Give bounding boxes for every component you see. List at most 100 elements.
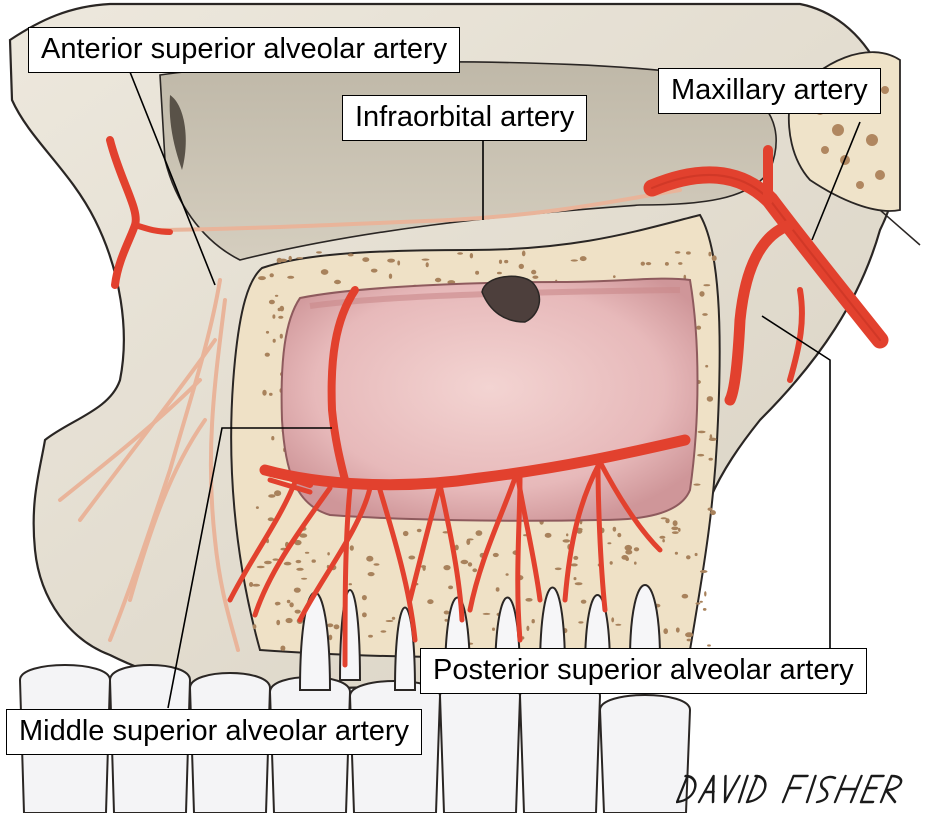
label-middle-superior-alveolar-artery: Middle superior alveolar artery [6, 709, 423, 755]
dental-artery-branch [297, 485, 373, 623]
bone-speckle [531, 619, 535, 624]
bone-speckle [696, 325, 702, 330]
dental-artery-branch [595, 459, 608, 613]
bone-speckle [573, 577, 577, 581]
bone-speckle [573, 555, 579, 560]
bone-speckle [385, 620, 394, 622]
bone-speckle [674, 251, 681, 254]
bone-speckle [299, 533, 308, 538]
bone-speckle [495, 587, 500, 592]
bone-speckle [554, 567, 562, 571]
bone-speckle [448, 585, 454, 590]
bone-speckle [443, 610, 450, 615]
bone-speckle [645, 262, 652, 266]
bone-speckle [272, 314, 276, 319]
bone-speckle [362, 257, 370, 262]
bone-speckle [283, 561, 292, 566]
leader-maxillary [811, 121, 861, 241]
sinus-ostium [481, 275, 541, 323]
bone-speckle [611, 617, 615, 623]
bone-speckle [268, 299, 275, 305]
tooth-crown [598, 694, 692, 813]
bone-speckle [278, 315, 284, 319]
bone-speckle [255, 506, 259, 509]
bone-speckle [252, 624, 257, 630]
bone-speckle [492, 552, 499, 558]
dental-artery-branch [562, 459, 603, 603]
bone-speckle [286, 599, 291, 604]
bone-speckle [288, 255, 292, 261]
bone-speckle [711, 255, 717, 262]
bone-speckle [526, 625, 530, 631]
bone-speckle [697, 453, 705, 457]
bone-speckle [327, 552, 330, 556]
bone-speckle [672, 520, 678, 527]
tooth-root [628, 584, 662, 661]
label-anterior-superior-alveolar-artery: Anterior superior alveolar artery [28, 27, 461, 73]
bone-speckle [333, 624, 340, 630]
dental-artery-branch [377, 487, 418, 643]
bone-speckle [678, 527, 681, 532]
orbit-notch [169, 95, 186, 170]
bone-speckle [274, 490, 282, 497]
dental-artery-branch [342, 485, 353, 668]
bone-speckle [703, 284, 711, 287]
bone-speckle [287, 275, 295, 279]
dental-artery-branch [515, 475, 523, 643]
bone-speckle [504, 259, 509, 264]
bone-speckle [368, 634, 373, 638]
bone-speckle [294, 539, 302, 546]
bone-speckle [370, 268, 378, 273]
bone-speckle [265, 330, 270, 334]
bone-speckle [316, 251, 322, 254]
bone-speckle [498, 259, 503, 264]
bone-speckle [276, 619, 281, 626]
bone-speckle [421, 565, 426, 569]
bone-speckle [475, 270, 480, 275]
bone-speckle [320, 269, 329, 275]
bone-speckle [521, 250, 526, 257]
bone-speckle [518, 263, 524, 269]
tooth-root [393, 606, 417, 691]
bone-speckle [295, 559, 302, 564]
bone-speckle [366, 555, 374, 562]
bone-speckle [434, 277, 442, 283]
bone-speckle [272, 558, 279, 561]
dental-artery-branch [252, 485, 333, 618]
bone-speckle [663, 628, 668, 635]
bone-speckle [685, 632, 694, 638]
bone-speckle [532, 275, 539, 279]
bone-speckle [443, 565, 451, 571]
bone-speckle [293, 587, 301, 593]
alveolar-arcade [259, 434, 691, 491]
bone-speckle [570, 259, 578, 262]
label-posterior-superior-alveolar-artery: Posterior superior alveolar artery [420, 648, 867, 694]
bone-speckle [702, 608, 707, 611]
bone-speckle [391, 616, 396, 620]
bone-speckle [708, 457, 713, 461]
bone-speckle [472, 568, 478, 573]
bone-speckle [574, 582, 583, 586]
bone-speckle [482, 612, 491, 615]
bone-speckle [285, 617, 293, 624]
bone-speckle [275, 603, 279, 606]
dental-artery-branch [467, 475, 518, 613]
bone-speckle [444, 618, 448, 622]
bone-speckle [624, 544, 633, 551]
bone-speckle [708, 251, 712, 257]
leader-posterior [761, 315, 831, 648]
bone-speckle [678, 262, 683, 265]
bone-speckle [367, 572, 375, 577]
bone-speckle [467, 562, 473, 567]
bone-speckle [427, 599, 434, 605]
bone-speckle [475, 530, 483, 536]
label-infraorbital-artery: Infraorbital artery [342, 95, 588, 141]
bone-speckle [562, 539, 571, 543]
bone-speckle [702, 313, 708, 316]
artist-signature [676, 774, 903, 804]
bone-speckle [704, 591, 707, 597]
dental-artery-branch [407, 482, 443, 603]
bone-speckle [269, 392, 273, 396]
dental-artery-branches [227, 459, 663, 668]
